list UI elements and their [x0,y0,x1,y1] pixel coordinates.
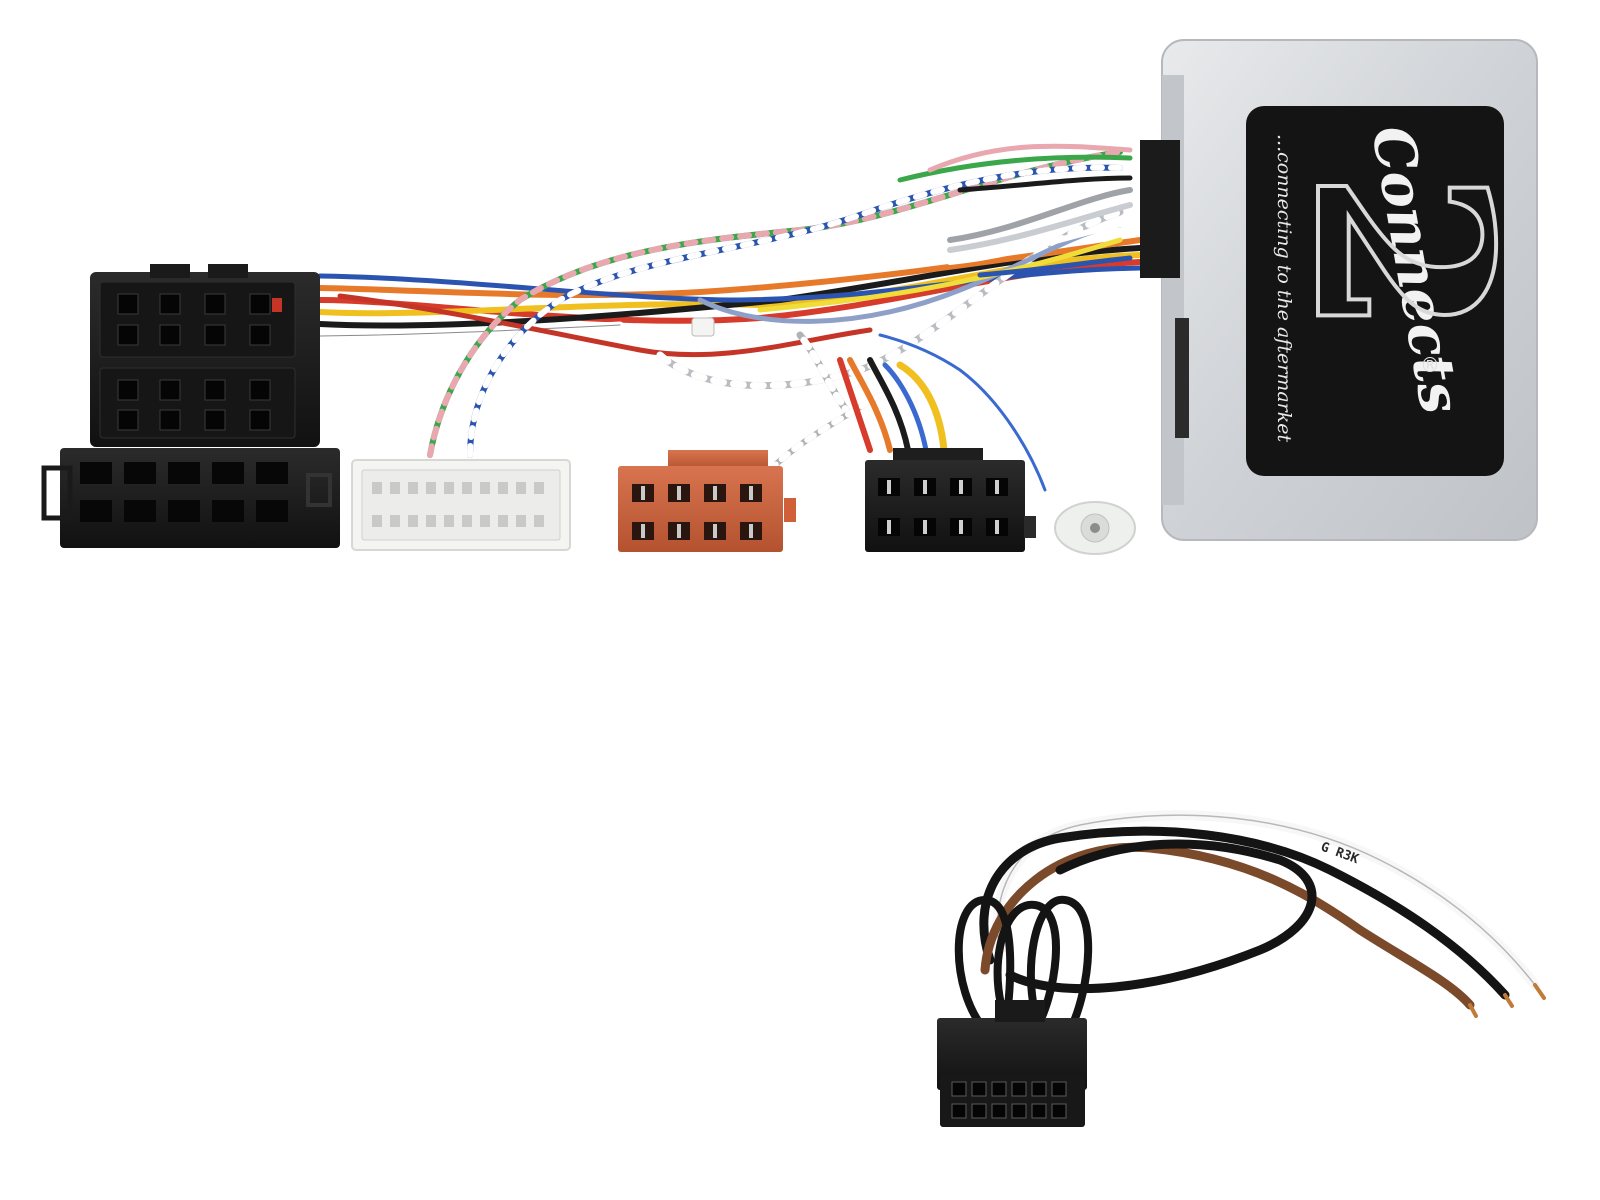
logo-panel [1246,106,1504,476]
antenna-adapter [1054,501,1136,555]
iso-connector-large [41,264,340,548]
wire-bundle [316,143,1143,493]
molex-plug [937,1000,1087,1127]
registered-mark: ® [1420,353,1440,377]
logo-tagline: ...connecting to the aftermarket [1273,134,1295,442]
iso-connector-small [865,448,1036,552]
patch-lead: G R3K [954,810,1546,1034]
oem-connector-white [351,459,571,551]
interface-module [1140,39,1538,541]
iso-connector-orange [618,450,796,552]
logo-numeral: 2 [1261,170,1543,337]
